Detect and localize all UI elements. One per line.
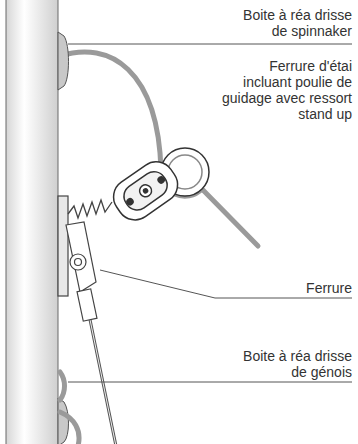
forestay [72,232,116,444]
spinnaker-sheave-box [58,32,69,90]
part-label: Boite à réa drisse de spinnaker [234,7,352,39]
spinnaker-halyard [60,52,258,246]
genoa-halyard [60,412,79,444]
stand-up-spring [68,200,112,218]
part-label: Ferrure d'étai incluant poulie de guidag… [218,58,352,122]
guide-pulley [106,148,209,227]
leader-lines [68,44,352,382]
part-label: Boite à réa drisse de génois [234,348,352,380]
part-label: Ferrure [232,280,352,296]
mast [6,0,58,444]
genoa-halyard-inside [60,372,65,400]
genoa-sheave-box [58,398,69,444]
